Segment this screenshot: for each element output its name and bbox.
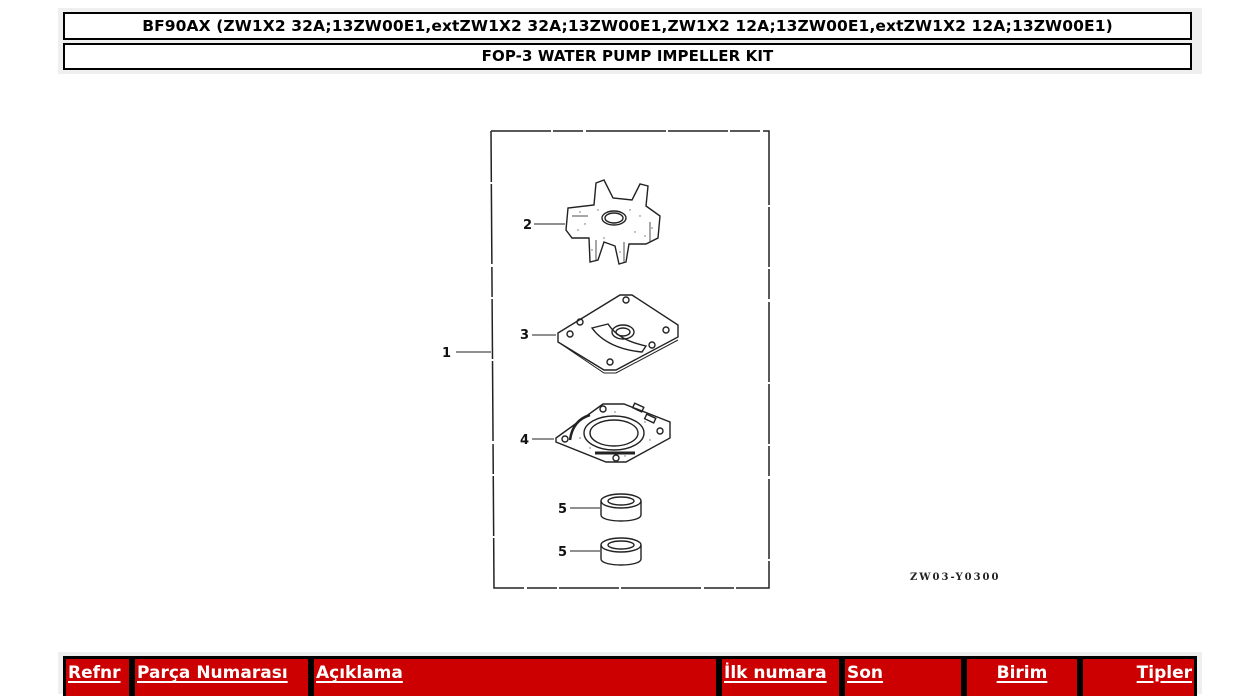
- column-header-refnr[interactable]: Refnr: [63, 656, 132, 696]
- column-header-description[interactable]: Açıklama: [311, 656, 719, 696]
- sort-refnr-link[interactable]: Refnr: [68, 663, 121, 683]
- column-header-part-number[interactable]: Parça Numarası: [132, 656, 311, 696]
- gasket-drawing: [555, 402, 671, 463]
- model-title: BF90AX (ZW1X2 32A;13ZW00E1,extZW1X2 32A;…: [63, 12, 1192, 40]
- callout-4: 4: [520, 433, 529, 448]
- seal-drawing-2: [600, 537, 642, 566]
- section-title: FOP-3 WATER PUMP IMPELLER KIT: [63, 43, 1192, 70]
- callout-1: 1: [442, 346, 451, 361]
- callout-5a: 5: [558, 502, 567, 517]
- sort-description-link[interactable]: Açıklama: [316, 663, 403, 683]
- sort-part-number-link[interactable]: Parça Numarası: [137, 663, 288, 683]
- stipple-texture: [577, 209, 653, 457]
- title-block: BF90AX (ZW1X2 32A;13ZW00E1,extZW1X2 32A;…: [58, 8, 1202, 74]
- column-header-unit[interactable]: Birim: [964, 656, 1080, 696]
- sort-first-number-link[interactable]: İlk numara: [724, 663, 827, 683]
- diagram-code: ZW03-Y0300: [910, 572, 1001, 583]
- callout-2: 2: [523, 218, 532, 233]
- seal-drawing-1: [600, 493, 642, 522]
- callout-5b: 5: [558, 545, 567, 560]
- sort-unit-link[interactable]: Birim: [996, 663, 1048, 683]
- pump-plate-drawing: [557, 294, 679, 374]
- parts-table-header: Refnr Parça Numarası Açıklama İlk numara…: [58, 652, 1202, 696]
- column-header-last[interactable]: Son: [842, 656, 964, 696]
- sort-last-link[interactable]: Son: [847, 663, 884, 683]
- column-header-types[interactable]: Tipler: [1080, 656, 1197, 696]
- parts-diagram: 1 2 3 4 5 5 ZW03-Y0300: [420, 120, 1040, 600]
- sort-types-link[interactable]: Tipler: [1136, 663, 1192, 683]
- callout-3: 3: [520, 328, 529, 343]
- column-header-first-number[interactable]: İlk numara: [719, 656, 842, 696]
- kit-frame-outline: [490, 130, 770, 589]
- impeller-drawing: [565, 179, 661, 265]
- exploded-view-illustration: 1 2 3 4 5 5: [442, 130, 770, 589]
